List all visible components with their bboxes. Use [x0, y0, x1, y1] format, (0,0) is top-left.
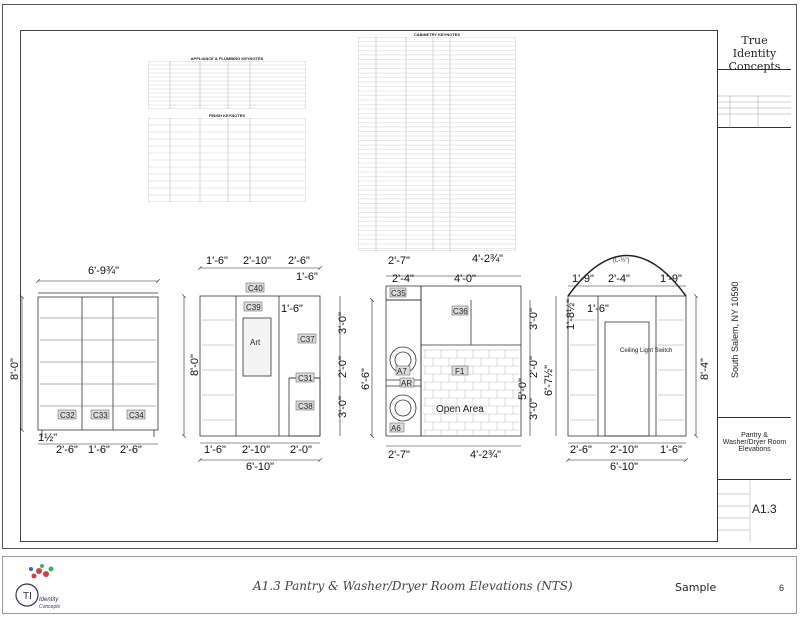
footer-sample: Sample — [675, 581, 717, 594]
e4-bottom-dim-2: 1'-6" — [660, 444, 682, 456]
sheet-description: Pantry & Washer/Dryer Room Elevations — [722, 432, 787, 453]
e1-tag-c32: C32 — [60, 411, 75, 420]
svg-text:Identity: Identity — [39, 597, 59, 603]
e3-height-dim: 6'-6" — [360, 368, 372, 390]
e3-tag-boxes — [389, 287, 469, 433]
e4-arc-label: (L-½") — [613, 257, 629, 264]
e4-inner-dim: 1'-6" — [587, 303, 609, 315]
e2-top-dim-2: 2'-6" — [288, 255, 310, 267]
page-footer: TI Identity Concepts A1.3 Pantry & Washe… — [2, 556, 797, 614]
e4-top-dim-0: 1'-9" — [572, 273, 594, 285]
e4-bottom-dim-0: 2'-6" — [570, 444, 592, 456]
e2-top-dim-1: 2'-10" — [243, 255, 271, 267]
e3-open-area-label: Open Area — [436, 404, 484, 415]
e3-tag-c36: C36 — [453, 307, 468, 316]
e1-top-dim: 6'-9¾" — [88, 265, 119, 277]
company-box: True Identity Concepts — [718, 30, 791, 73]
e3-right-dim-1: 2'-0" — [528, 356, 540, 378]
e1-tag-c33: C33 — [93, 411, 108, 420]
e3-tag-a7: A7 — [397, 367, 407, 376]
e2-bottom-dim-2: 2'-0" — [290, 444, 312, 456]
e4-top-dim-2: 1'-9" — [660, 273, 682, 285]
sheet-info-grid — [718, 480, 751, 542]
elevation-1-pantry — [37, 292, 159, 437]
footer-page-number: 6 — [779, 583, 785, 593]
company-logo: TI Identity Concepts — [15, 564, 61, 610]
e2-tag-c38: C38 — [298, 402, 313, 411]
e2-tag-c40: C40 — [248, 284, 263, 293]
e2-right-dim-1: 2'-0" — [337, 356, 349, 378]
e2-art-label: Art — [250, 338, 261, 347]
e2-inner-right-dim: 1'-6" — [281, 303, 303, 315]
e2-tag-c31: C31 — [298, 374, 313, 383]
company-name-line2: Concepts — [728, 60, 781, 73]
e4-top-dim-1: 2'-4" — [608, 273, 630, 285]
e1-height-dim: 8'-0" — [9, 358, 21, 380]
elevation-3-washer-dryer — [385, 285, 522, 437]
cabinetry-keynotes-grid — [357, 36, 517, 252]
svg-text:Concepts: Concepts — [39, 604, 61, 610]
elevations-drawing: 6'-9¾" 8'-0" 1½" 2'-6" 1'-6" 2'-6" C32 C… — [9, 253, 711, 473]
e1-bottom-dim-3: 2'-6" — [120, 444, 142, 456]
e1-tags — [57, 409, 146, 420]
footer-title: A1.3 Pantry & Washer/Dryer Room Elevatio… — [253, 579, 573, 593]
e3-right-top-dim: 4'-2¾" — [472, 253, 503, 265]
e2-tag-boxes — [243, 282, 317, 411]
e2-bottom-dim-1: 2'-10" — [242, 444, 270, 456]
elevation-2-dims — [184, 268, 341, 460]
elevation-1-dims — [22, 281, 158, 445]
finish-keynotes-title: FINISH KEYNOTES — [208, 113, 246, 118]
e1-bottom-dim-1: 2'-6" — [56, 444, 78, 456]
cabinetry-keynotes-title: CABINETRY KEYNOTES — [413, 32, 461, 37]
e2-bottom-total-dim: 6'-10" — [246, 461, 274, 473]
e3-top-dim-1: 4'-0" — [454, 273, 476, 285]
drawing-sheet — [2, 4, 797, 549]
appliance-keynotes-title: APPLIANCE & PLUMBING KEYNOTES — [190, 56, 264, 61]
revision-grid — [718, 95, 791, 128]
e3-right-dim-2: 5'-0" — [517, 378, 529, 400]
e2-upper-right-dim: 1'-6" — [296, 271, 318, 283]
e4-upper-left-dim: 1'-8½" — [565, 299, 577, 330]
e2-tag-c39: C39 — [246, 303, 261, 312]
e3-tag-a6: A6 — [391, 424, 401, 433]
revision-box — [718, 70, 791, 128]
appliance-keynotes-grid — [147, 60, 307, 110]
e4-note-ceiling-light-switch: Ceiling Light Switch — [620, 348, 672, 354]
e4-bottom-total-dim: 6'-10" — [610, 461, 638, 473]
sheet-number: A1.3 — [752, 502, 777, 516]
e3-bottom-dim: 2'-7" — [388, 449, 410, 461]
sheet-number-box: A1.3 — [718, 480, 791, 542]
e3-bottom-right-dim: 4'-2¾" — [470, 449, 501, 461]
e3-right-dim-3: 3'-0" — [528, 398, 540, 420]
svg-text:TI: TI — [23, 591, 32, 602]
e4-left-height-dim: 6'-7½" — [543, 365, 555, 396]
company-name-line1: True Identity — [732, 34, 777, 60]
elevation-4-door-wall — [567, 254, 687, 437]
sheet-description-box: Pantry & Washer/Dryer Room Elevations — [718, 418, 791, 480]
elevation-2-pantry-art — [199, 295, 321, 437]
e3-top-dim-0: 2'-4" — [392, 273, 414, 285]
e2-right-dim-0: 3'-0" — [337, 312, 349, 334]
e2-bottom-dim-0: 1'-6" — [204, 444, 226, 456]
e1-bottom-dim-2: 1'-6" — [88, 444, 110, 456]
e3-top-total-dim: 2'-7" — [388, 255, 410, 267]
e1-bottom-dim-0: 1½" — [38, 432, 57, 444]
e3-right-dim-0: 3'-0" — [528, 308, 540, 330]
project-address-box: South Salem, NY 10590 — [718, 128, 791, 418]
e3-tag-ar: AR — [401, 379, 412, 388]
e2-top-dim-0: 1'-6" — [206, 255, 228, 267]
e4-right-height-dim: 8'-4" — [699, 358, 711, 380]
title-block: True Identity Concepts South Salem, NY 1… — [717, 30, 791, 542]
elevation-3-dims — [372, 275, 531, 447]
e3-tag-c35: C35 — [391, 289, 406, 298]
cabinetry-keynotes-table: CABINETRY KEYNOTES — [357, 32, 517, 252]
e1-tag-c34: C34 — [129, 411, 144, 420]
appliance-keynotes-table: APPLIANCE & PLUMBING KEYNOTES — [147, 56, 307, 110]
e2-height-dim: 8'-0" — [189, 354, 201, 376]
e4-bottom-dim-1: 2'-10" — [610, 444, 638, 456]
elevation-4-dims — [555, 285, 696, 460]
e2-tag-c37: C37 — [300, 335, 315, 344]
e2-right-dim-2: 3'-0" — [337, 396, 349, 418]
e3-tag-f1: F1 — [455, 367, 465, 376]
